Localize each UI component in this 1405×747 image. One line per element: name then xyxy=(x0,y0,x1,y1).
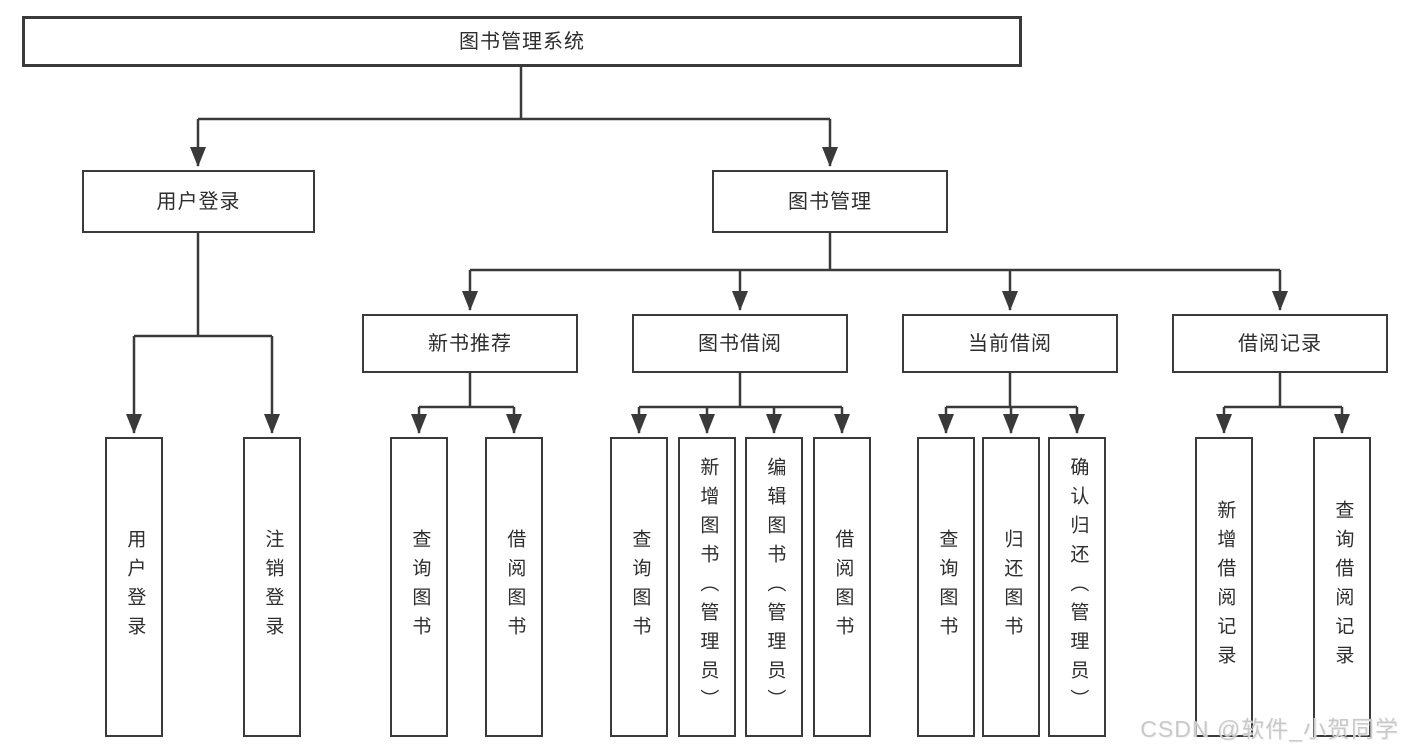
leaf-borrow-books-recommend: 借阅图书 xyxy=(485,437,543,737)
leaf-query-books-recommend: 查询图书 xyxy=(390,437,448,737)
node-book-borrowing: 图书借阅 xyxy=(632,314,848,373)
node-borrow-records: 借阅记录 xyxy=(1172,314,1388,373)
connector-arrows xyxy=(126,119,1350,434)
leaf-borrow-books-borrow: 借阅图书 xyxy=(813,437,871,737)
node-current-borrowing: 当前借阅 xyxy=(902,314,1118,373)
leaf-logout: 注销登录 xyxy=(243,437,301,737)
leaf-return-book: 归还图书 xyxy=(982,437,1040,737)
leaf-confirm-return-admin: 确认归还（管理员） xyxy=(1048,437,1106,737)
connector-bars xyxy=(134,67,1342,409)
leaf-query-books-current: 查询图书 xyxy=(917,437,975,737)
leaf-user-login: 用户登录 xyxy=(105,437,163,737)
node-user-login: 用户登录 xyxy=(82,170,315,233)
leaf-edit-book-admin: 编辑图书（管理员） xyxy=(745,437,803,737)
leaf-add-borrow-record: 新增借阅记录 xyxy=(1195,437,1253,737)
node-book-management: 图书管理 xyxy=(712,170,948,233)
watermark: CSDN @软件_小贺同学 xyxy=(1140,716,1399,742)
node-root: 图书管理系统 xyxy=(22,16,1022,67)
leaf-query-borrow-record: 查询借阅记录 xyxy=(1313,437,1371,737)
node-new-book-recommend: 新书推荐 xyxy=(362,314,578,373)
leaf-query-books-borrow: 查询图书 xyxy=(610,437,668,737)
leaf-add-book-admin: 新增图书（管理员） xyxy=(678,437,736,737)
